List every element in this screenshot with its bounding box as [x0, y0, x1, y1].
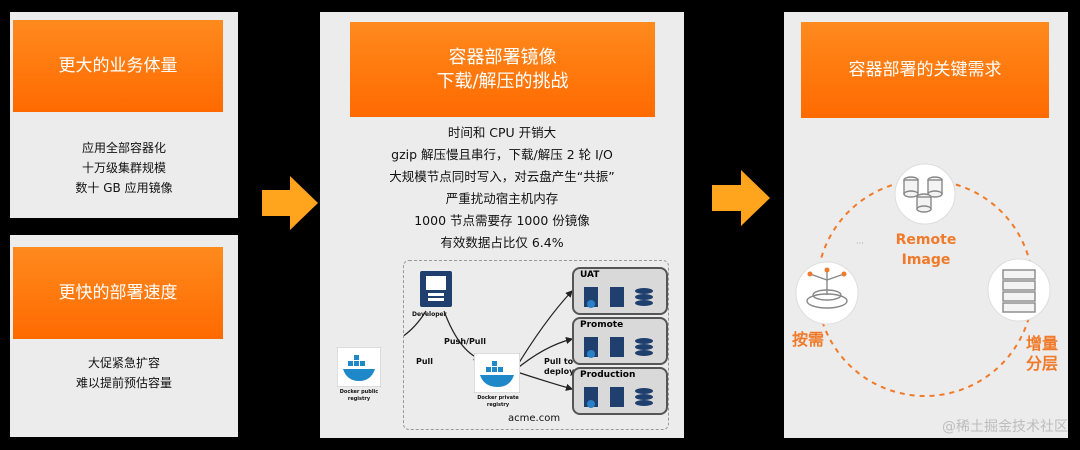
deploy-speed-panel: 更快的部署速度 大促紧急扩容 难以提前预估容量 [10, 235, 238, 437]
deploy-speed-line: 难以提前预估容量 [75, 376, 172, 390]
env-production-label: Production [580, 370, 636, 380]
docker-private-icon [474, 353, 520, 393]
business-scale-panel: 更大的业务体量 应用全部容器化 十万级集群规模 数十 GB 应用镜像 [10, 12, 238, 218]
requirements-panel: 容器部署的关键需求 [784, 12, 1068, 438]
challenge-line: 时间和 CPU 开销大 [447, 125, 557, 140]
challenge-line: 有效数据占比仅 6.4% [440, 235, 564, 250]
docker-public-icon [337, 347, 381, 387]
domain-label: acme.com [508, 413, 561, 424]
challenge-title: 容器部署镜像 下载/解压的挑战 [350, 22, 655, 117]
incremental-line1: 增量 [1025, 334, 1058, 353]
business-scale-title: 更大的业务体量 [13, 20, 223, 112]
remote-image-label: Remote Image [878, 230, 974, 270]
right-arrow-icon [262, 176, 318, 230]
challenge-line: 严重扰动宿主机内存 [445, 191, 559, 206]
challenge-lines: 时间和 CPU 开销大 gzip 解压慢且串行，下载/解压 2 轮 I/O 大规… [320, 122, 684, 254]
deploy-speed-lines: 大促紧急扩容 难以提前预估容量 [10, 353, 238, 393]
business-scale-lines: 应用全部容器化 十万级集群规模 数十 GB 应用镜像 [10, 138, 238, 198]
challenge-line: gzip 解压慢且串行，下载/解压 2 轮 I/O [391, 147, 613, 162]
deploy-speed-title: 更快的部署速度 [13, 247, 223, 339]
business-scale-line: 应用全部容器化 [81, 141, 166, 155]
requirements-title: 容器部署的关键需求 [801, 22, 1049, 118]
server-stack-icon [584, 287, 653, 308]
deploy-speed-line: 大促紧急扩容 [87, 356, 160, 370]
business-scale-line: 十万级集群规模 [81, 161, 166, 175]
watermark: @稀土掘金技术社区 [942, 419, 1068, 435]
business-scale-line: 数十 GB 应用镜像 [75, 181, 173, 195]
svg-text:···: ··· [856, 239, 864, 248]
challenge-line: 1000 节点需要存 1000 份镜像 [414, 213, 590, 228]
developer-label: Developer [412, 311, 447, 318]
env-uat: UAT [572, 267, 668, 315]
challenge-title-line2: 下载/解压的挑战 [436, 70, 569, 92]
env-production: Production [572, 367, 668, 415]
docker-public-label: Docker public registry [339, 389, 379, 402]
docker-private-label: Docker private registry [477, 395, 519, 408]
challenge-title-line1: 容器部署镜像 [448, 46, 557, 68]
requirements-cycle: ··· [795, 163, 1051, 397]
env-promote-label: Promote [580, 320, 624, 330]
pull-to-deploy-label: Pull to deploy [544, 357, 575, 376]
challenge-line: 大规模节点同时写入，对云盘产生“共振” [389, 169, 615, 184]
on-demand-label: 按需 [791, 330, 824, 349]
env-promote: Promote [572, 317, 668, 365]
incremental-layer-label: 增量 分层 [1020, 334, 1064, 374]
incremental-line2: 分层 [1025, 354, 1058, 373]
remote-image-line1: Remote [895, 232, 957, 248]
pull-label: Pull [416, 357, 434, 366]
developer-icon [420, 271, 452, 307]
server-stack-icon [584, 387, 653, 408]
registry-diagram: Developer Pull Push/Pull Pull to deploy … [403, 260, 669, 430]
server-stack-icon [584, 337, 653, 358]
right-arrow-icon [712, 170, 770, 226]
push-pull-label: Push/Pull [444, 337, 486, 346]
env-uat-label: UAT [580, 270, 600, 280]
remote-image-line2: Image [901, 252, 951, 268]
